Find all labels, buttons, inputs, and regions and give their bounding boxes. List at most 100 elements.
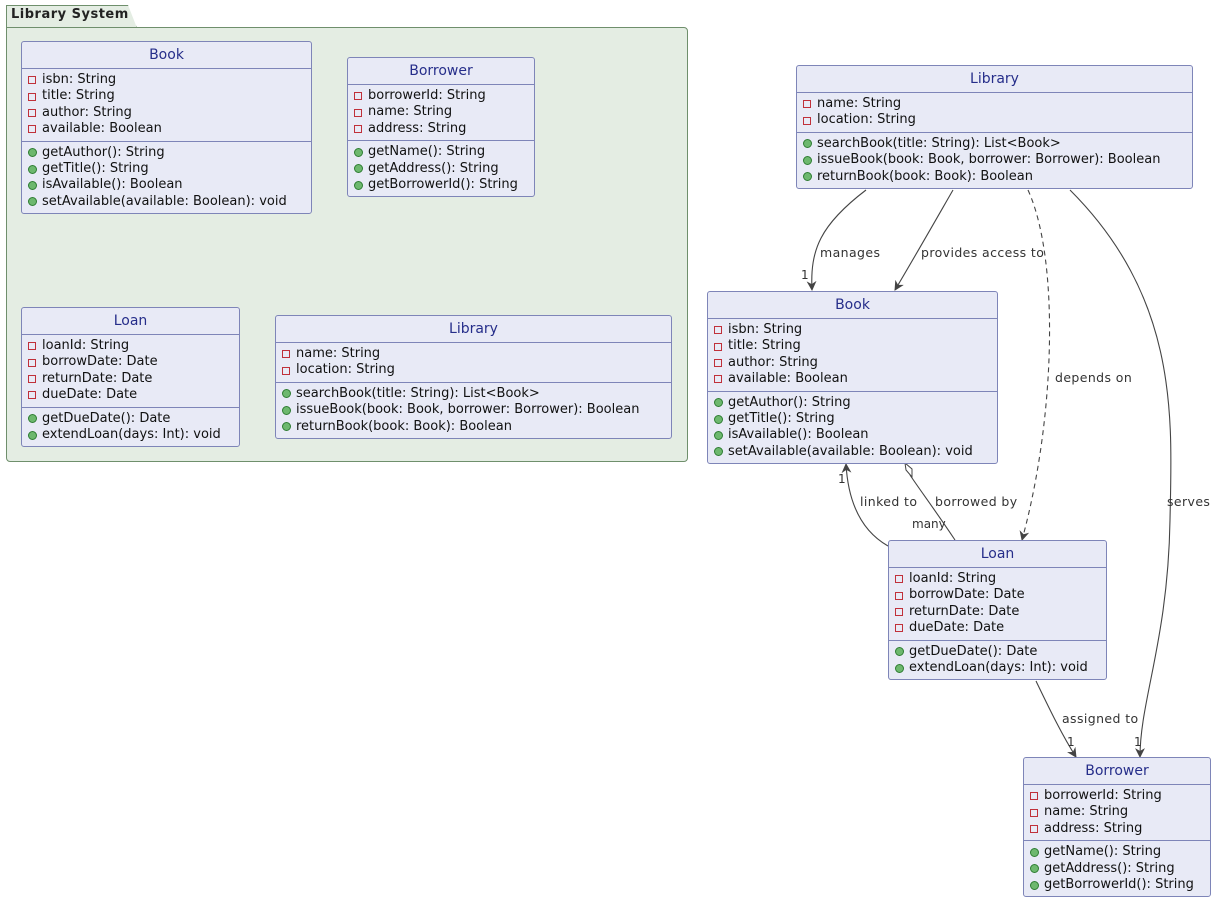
class-name: Book [22, 42, 311, 69]
public-visibility-icon [354, 180, 363, 190]
method-text: issueBook(book: Book, borrower: Borrower… [296, 402, 640, 418]
attribute-text: borrowerId: String [368, 88, 486, 103]
private-visibility-icon [714, 326, 722, 335]
attribute-row: available: Boolean [28, 121, 311, 137]
attribute-text: title: String [42, 88, 115, 104]
method-row: getName(): String [354, 144, 534, 160]
method-row: getTitle(): String [714, 411, 997, 427]
edge-assigned-to [1035, 680, 1077, 758]
private-visibility-icon [28, 391, 36, 400]
method-row: extendLoan(days: Int): void [895, 660, 1106, 676]
private-visibility-icon [28, 92, 36, 101]
attribute-text: name: String [817, 96, 902, 111]
attribute-text: isbn: String [42, 72, 117, 87]
mult-serves: 1 [1134, 735, 1142, 749]
method-text: getAuthor(): String [728, 394, 851, 410]
attribute-text: isbn: String [728, 322, 803, 337]
public-visibility-icon [803, 139, 812, 149]
attribute-text: loanId: String [909, 571, 997, 586]
private-visibility-icon [895, 624, 903, 633]
attribute-row: isbn: String [714, 322, 997, 338]
method-row: issueBook(book: Book, borrower: Borrower… [282, 402, 671, 418]
attribute-text: returnDate: Date [909, 603, 1020, 619]
private-visibility-icon [1030, 792, 1038, 801]
attribute-text: borrowerId: String [1044, 788, 1162, 803]
public-visibility-icon [895, 647, 904, 657]
public-visibility-icon [714, 431, 723, 441]
method-text: getName(): String [1044, 844, 1162, 860]
method-row: isAvailable(): Boolean [28, 177, 311, 193]
public-visibility-icon [28, 414, 37, 424]
attribute-text: address: String [1044, 820, 1143, 836]
attribute-row: borrowerId: String [354, 88, 534, 104]
method-row: getDueDate(): Date [895, 644, 1106, 660]
attribute-row: name: String [803, 96, 1192, 112]
method-row: getDueDate(): Date [28, 411, 239, 427]
method-text: setAvailable(available: Boolean): void [42, 193, 287, 209]
attribute-row: author: String [714, 355, 997, 371]
attribute-row: author: String [28, 105, 311, 121]
method-row: returnBook(book: Book): Boolean [282, 419, 671, 435]
method-text: getAddress(): String [1044, 860, 1175, 876]
method-row: isAvailable(): Boolean [714, 427, 997, 443]
attribute-text: available: Boolean [42, 121, 162, 137]
aggregation-diamond [904, 461, 913, 479]
public-visibility-icon [714, 447, 723, 457]
public-visibility-icon [28, 197, 37, 207]
public-visibility-icon [28, 164, 37, 174]
private-visibility-icon [354, 92, 362, 101]
attribute-text: title: String [728, 338, 801, 354]
method-row: getBorrowerId(): String [1030, 877, 1210, 893]
class-name: Library [276, 316, 671, 343]
attribute-text: author: String [728, 354, 818, 370]
edge-linked-to [841, 463, 889, 547]
attribute-text: location: String [817, 112, 916, 128]
class-name: Book [708, 292, 997, 319]
method-text: getDueDate(): Date [909, 643, 1038, 659]
attribute-row: returnDate: Date [28, 371, 239, 387]
private-visibility-icon [28, 358, 36, 367]
public-visibility-icon [895, 663, 904, 673]
public-visibility-icon [354, 164, 363, 174]
public-visibility-icon [282, 422, 291, 432]
public-visibility-icon [803, 155, 812, 165]
private-visibility-icon [28, 108, 36, 117]
attribute-row: loanId: String [28, 338, 239, 354]
mult-manages: 1 [801, 268, 809, 282]
public-visibility-icon [714, 398, 723, 408]
method-text: extendLoan(days: Int): void [909, 659, 1088, 675]
private-visibility-icon [714, 375, 722, 384]
methods-section: searchBook(title: String): List<Book>iss… [276, 383, 671, 438]
attribute-row: location: String [282, 362, 671, 378]
attribute-row: location: String [803, 112, 1192, 128]
private-visibility-icon [28, 342, 36, 351]
private-visibility-icon [1030, 808, 1038, 817]
method-text: getBorrowerId(): String [368, 176, 518, 192]
attribute-text: available: Boolean [728, 371, 848, 387]
method-text: returnBook(book: Book): Boolean [296, 418, 512, 434]
public-visibility-icon [28, 148, 37, 158]
method-row: getAddress(): String [354, 161, 534, 177]
private-visibility-icon [895, 575, 903, 584]
method-text: returnBook(book: Book): Boolean [817, 168, 1033, 184]
method-row: getName(): String [1030, 844, 1210, 860]
private-visibility-icon [28, 76, 36, 85]
public-visibility-icon [28, 181, 37, 191]
class-name: Borrower [1024, 758, 1210, 785]
